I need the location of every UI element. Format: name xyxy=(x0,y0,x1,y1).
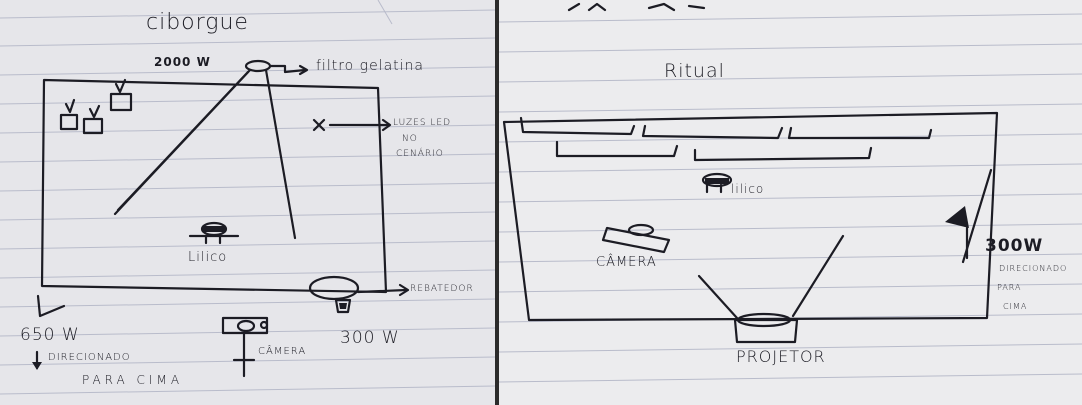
led-label-line2: NO xyxy=(402,134,418,144)
stage-sketch xyxy=(32,59,410,378)
header-fragment xyxy=(567,2,706,12)
reflector-label: REBATEDOR xyxy=(410,284,474,294)
projector-icon xyxy=(733,318,799,344)
direction-label-line3: CIMA xyxy=(1003,302,1028,311)
lamp-beam xyxy=(961,168,993,264)
page-title: ciborgue xyxy=(146,10,249,35)
projection-beam-left xyxy=(697,274,739,320)
lamp-300-label: 300W xyxy=(985,236,1044,256)
projector-label: PROJETOR xyxy=(736,347,826,366)
direction-label-line1: DIRECIONADO xyxy=(48,352,131,363)
reflector-icon xyxy=(308,275,360,301)
reflector-arrow xyxy=(356,288,408,294)
direction-label-line1: DIRECIONADO xyxy=(999,264,1068,273)
led-star-icon xyxy=(312,118,326,132)
filter-label: filtro gelatina xyxy=(316,58,424,74)
lamp-2000-label: 2000 W xyxy=(154,55,211,69)
notebook-page-ritual: Ritual lilico CÂMERA 300W DIRECIONADO PA… xyxy=(499,0,1082,405)
stage-outline xyxy=(502,111,999,322)
stage-sketch xyxy=(502,2,999,344)
camera-label: CÂMERA xyxy=(596,255,657,270)
light-beam-right xyxy=(264,68,297,240)
scenery-box-icon xyxy=(82,117,104,135)
bracket-row-2 xyxy=(555,140,679,158)
page-title: Ritual xyxy=(664,60,725,82)
stage-outline xyxy=(40,78,388,294)
lamp-300-icon xyxy=(945,206,969,228)
performer-label: Lilico xyxy=(188,250,228,265)
notebook-page-ciborgue: ciborgue 2000 W filtro gelatina LUZES LE… xyxy=(0,0,495,405)
projection-beam-right xyxy=(791,234,845,318)
camera-icon xyxy=(601,226,671,254)
scenery-box-icon xyxy=(59,113,79,131)
direction-label-line2: PARA CIMA xyxy=(82,373,184,387)
filter-arrow xyxy=(269,64,307,74)
lamp-650-label: 650 W xyxy=(20,325,80,345)
lamp-650-icon xyxy=(36,294,66,318)
scenery-box-icon xyxy=(109,92,133,112)
led-label-line1: LUZES LED xyxy=(393,118,452,128)
bracket-row-1 xyxy=(519,116,636,136)
performer-label: lilico xyxy=(731,182,765,196)
direction-label-line2: PARA xyxy=(997,283,1022,292)
lamp-300-label: 300 W xyxy=(340,328,400,348)
lamp-300-icon xyxy=(334,298,352,314)
performer-icon xyxy=(701,172,733,188)
led-label-line3: CENÁRIO xyxy=(396,149,444,159)
camera-label: CÂMERA xyxy=(258,346,307,357)
